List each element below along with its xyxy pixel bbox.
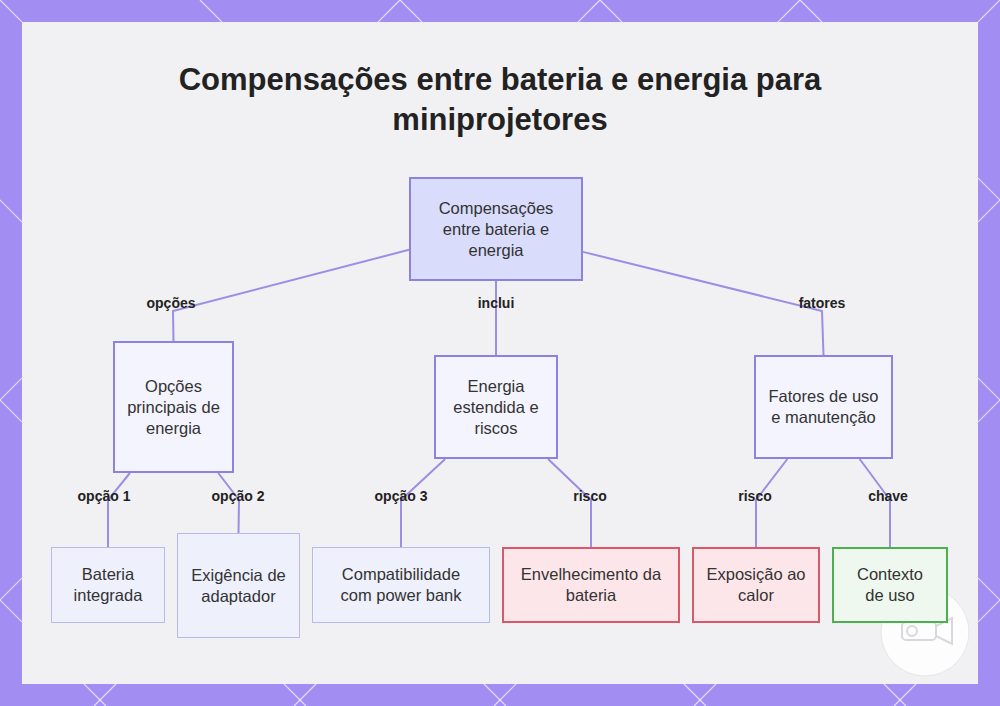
logo-lens xyxy=(907,626,917,636)
node-text-group: Contexto de uso xyxy=(846,564,934,606)
edge-label: chave xyxy=(868,488,908,504)
connector-line xyxy=(583,252,824,355)
node-label: Compensações entre bateria e energia xyxy=(423,198,569,261)
node-text-group: Bateria integrada xyxy=(64,564,152,606)
category-box: Energia estendida e riscos xyxy=(434,355,558,459)
category-box: Opções principais de energia xyxy=(113,341,234,473)
option-box: Bateria integrada xyxy=(51,547,165,623)
edge-label: risco xyxy=(573,488,606,504)
edge-label: opção 3 xyxy=(375,488,428,504)
node-text-group: Exposição ao calor xyxy=(706,564,806,606)
node-label: Exposição ao calor xyxy=(706,564,806,606)
node-text-group: Compensações entre bateria e energia xyxy=(423,198,569,261)
key-box: Contexto de uso xyxy=(832,547,948,623)
risk-box: Envelhecimento da bateria xyxy=(502,547,680,623)
node-text-group: Fatores de uso e manutenção xyxy=(768,386,879,428)
connector-line xyxy=(108,473,130,547)
node-label: Fatores de uso e manutenção xyxy=(768,386,879,428)
node-text-group: Energia estendida e riscos xyxy=(448,376,544,439)
node-text-group: Opções principais de energia xyxy=(127,376,220,439)
connector-line xyxy=(173,250,409,341)
option-box: Compatibilidade com power bank xyxy=(312,547,490,623)
category-box: Fatores de uso e manutenção xyxy=(754,355,893,459)
diagram-title: Compensações entre bateria e energia par… xyxy=(150,60,850,140)
risk-box: Exposição ao calor xyxy=(692,547,820,623)
node-label: Bateria integrada xyxy=(64,564,152,606)
node-label: Contexto de uso xyxy=(846,564,934,606)
node-label: Opções principais de energia xyxy=(127,376,220,439)
edge-label: opção 2 xyxy=(212,488,265,504)
node-text-group: Exigência de adaptador xyxy=(190,565,287,607)
node-label: Compatibilidade com power bank xyxy=(325,564,477,606)
option-box: Exigência de adaptador xyxy=(177,533,300,638)
node-label: Exigência de adaptador xyxy=(190,565,287,607)
edge-label: inclui xyxy=(478,295,515,311)
node-text-group: Compatibilidade com power bank xyxy=(325,564,477,606)
node-text-group: Envelhecimento da bateria xyxy=(516,564,666,606)
edge-label: opções xyxy=(146,295,195,311)
logo-body xyxy=(902,622,936,640)
edge-label: fatores xyxy=(799,295,846,311)
node-label: Energia estendida e riscos xyxy=(448,376,544,439)
connector-line xyxy=(495,281,497,355)
node-label: Envelhecimento da bateria xyxy=(516,564,666,606)
edge-label: opção 1 xyxy=(78,488,131,504)
edge-label: risco xyxy=(738,488,771,504)
root-box: Compensações entre bateria e energia xyxy=(409,177,583,281)
